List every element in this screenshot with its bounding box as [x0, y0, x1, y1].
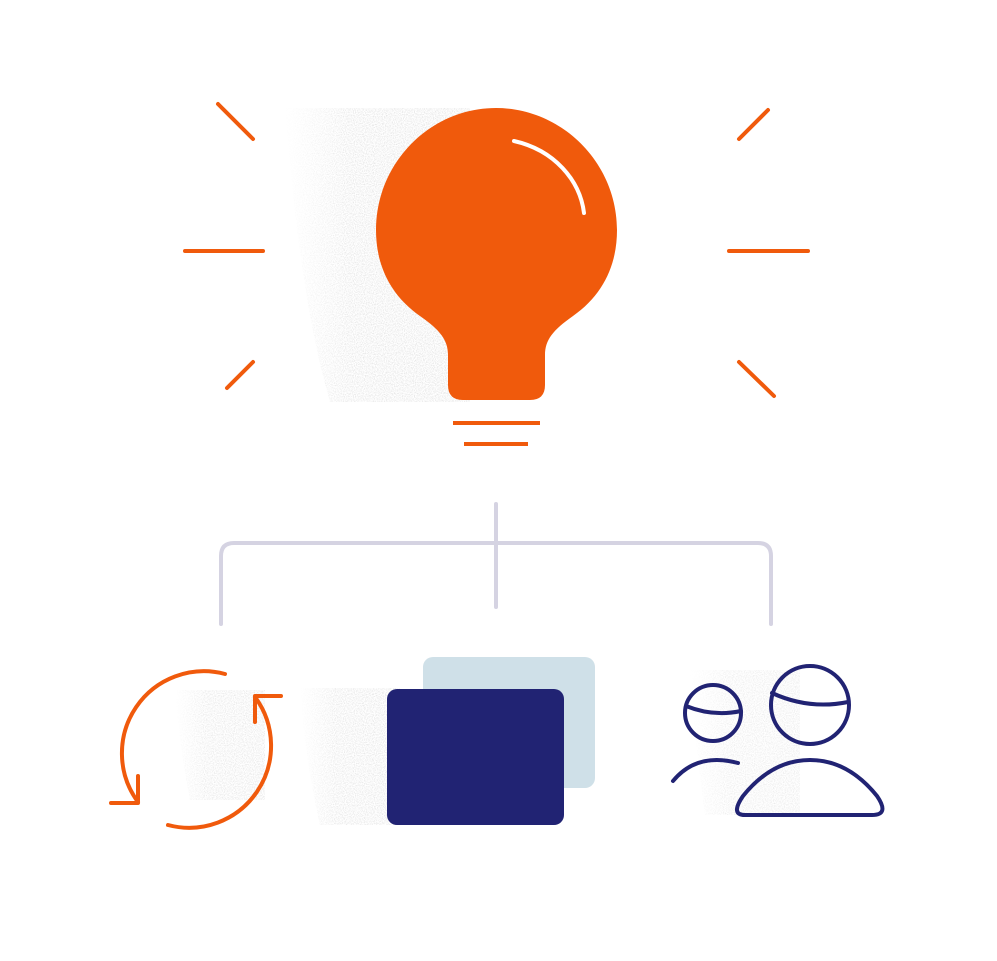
- users-group-icon: [671, 664, 885, 817]
- user-small-body: [671, 758, 740, 783]
- lightbulb-icon: [376, 108, 617, 446]
- ray-top-right: [737, 108, 770, 141]
- user-large-body: [735, 758, 885, 817]
- ray-bottom-right: [737, 360, 776, 398]
- refresh-cycle-icon: [109, 669, 283, 830]
- bulb-highlight: [512, 139, 586, 215]
- card-front: [387, 689, 564, 825]
- user-large-head: [769, 664, 851, 746]
- ray-top-left: [216, 102, 255, 141]
- stacked-cards-icon: [387, 657, 595, 825]
- ray-bottom-left: [225, 360, 255, 390]
- connector-lines: [219, 502, 773, 626]
- light-rays: [183, 102, 810, 398]
